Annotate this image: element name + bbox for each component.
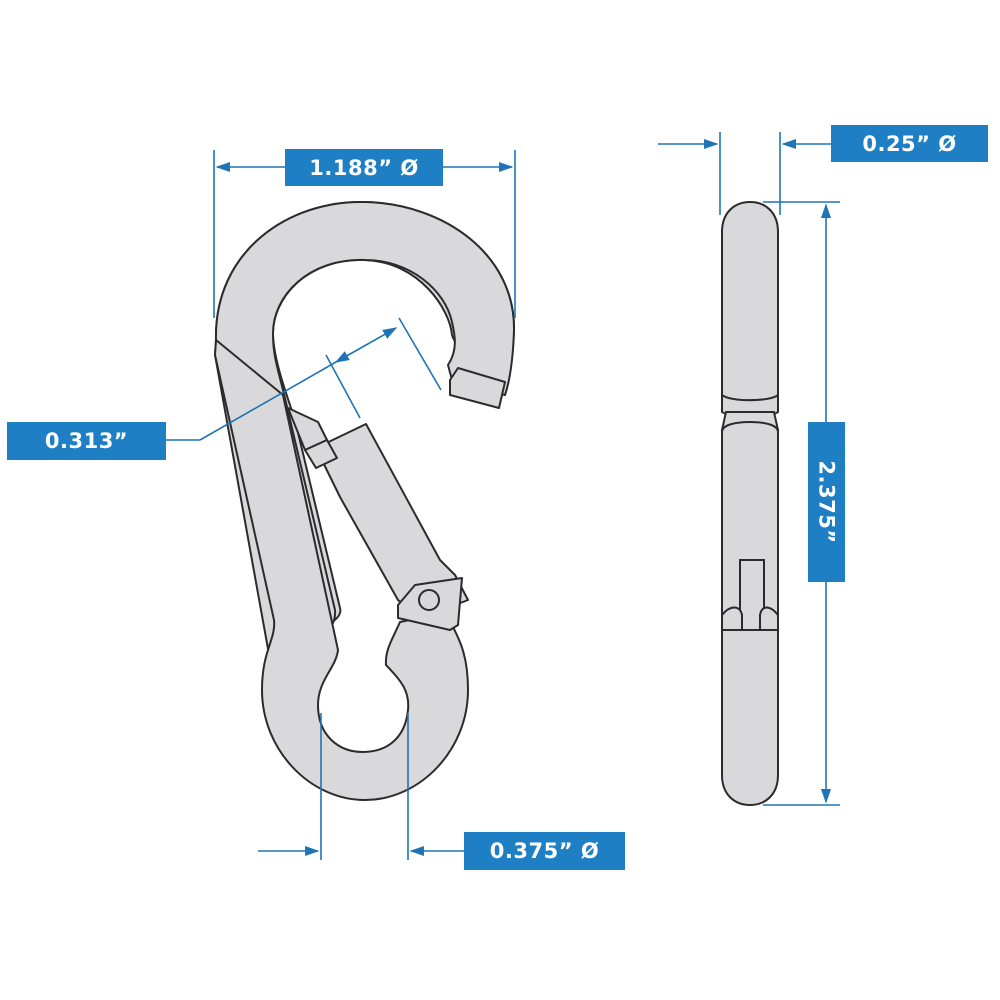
carabiner-side-view <box>720 200 780 807</box>
length-dimension-text: 2.375” <box>814 460 839 544</box>
hook-tip <box>449 367 506 409</box>
gate-opening-dimension-label: 0.313” <box>7 422 166 460</box>
eye-hole-dimension-label: 0.375” Ø <box>464 832 625 870</box>
width-dimension-label: 1.188” Ø <box>285 149 443 186</box>
dimension-lines <box>166 132 840 860</box>
carabiner-front-view <box>214 200 516 801</box>
length-dimension-label: 2.375” <box>808 422 845 582</box>
hinge-pin <box>418 589 440 611</box>
wire-thickness-dimension-label: 0.25” Ø <box>831 125 988 162</box>
